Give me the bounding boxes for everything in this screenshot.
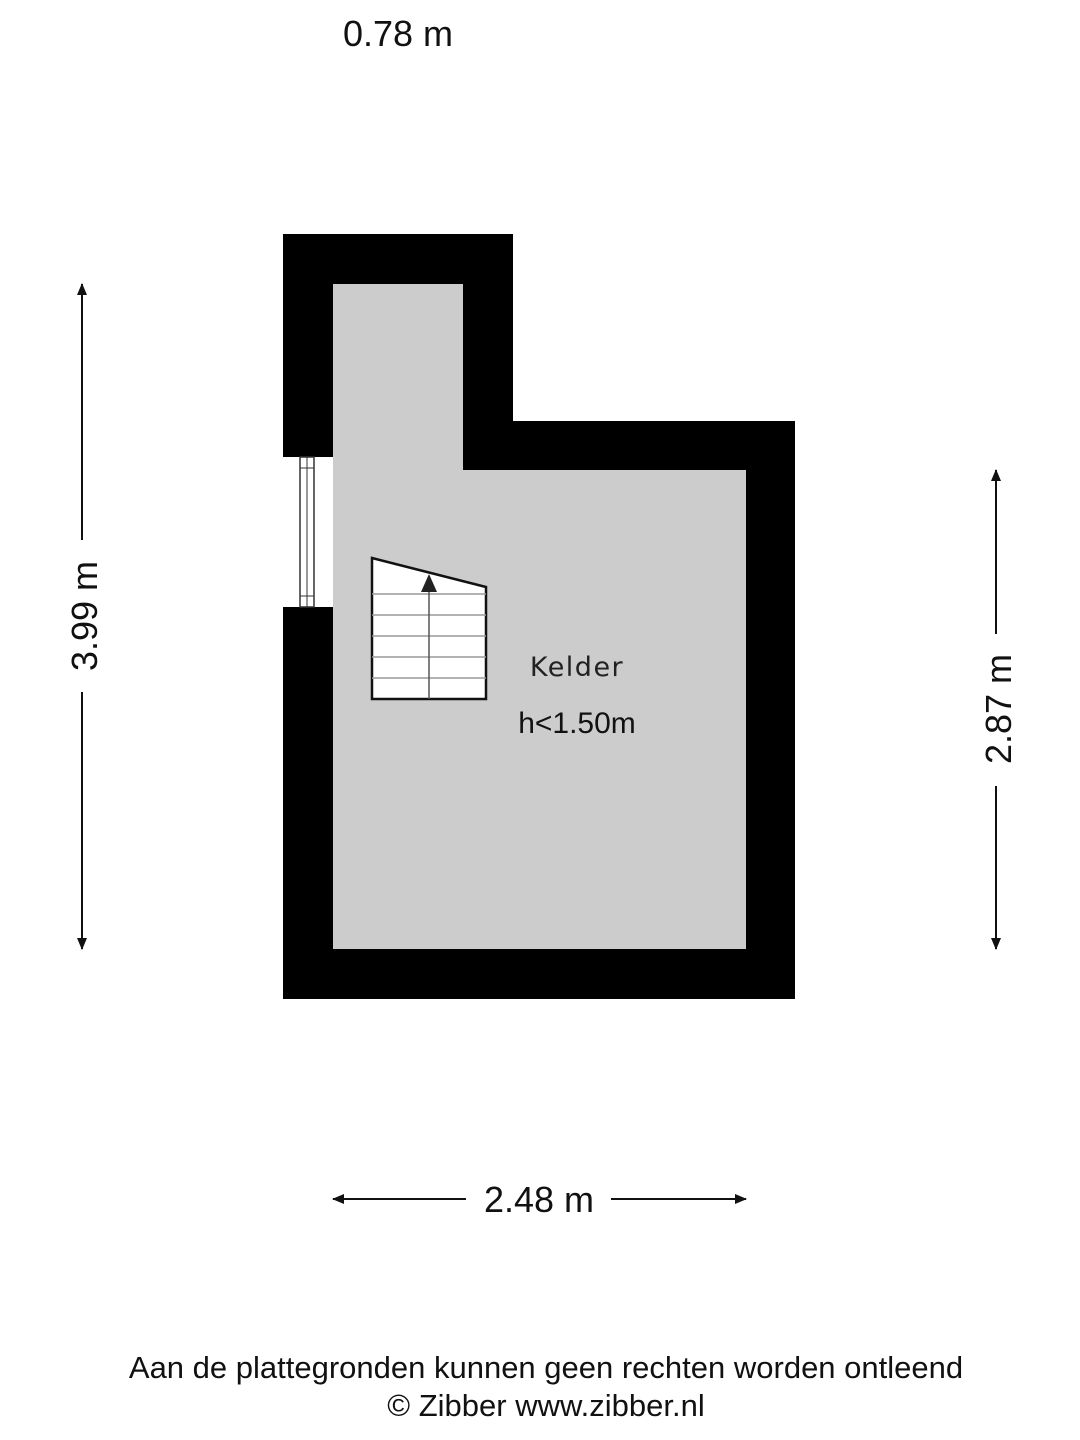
- footer-disclaimer: Aan de plattegronden kunnen geen rechten…: [129, 1350, 963, 1385]
- room-height-label: h<1.50m: [518, 707, 636, 740]
- dimension-bottom-label: 2.48 m: [484, 1179, 594, 1220]
- dimension-bottom: 2.48 m: [332, 1179, 747, 1220]
- room-name-label: Kelder: [530, 652, 624, 683]
- dimension-right: 2.87 m: [978, 469, 1019, 950]
- footer-credit: © Zibber www.zibber.nl: [387, 1388, 704, 1423]
- dimension-top-label: 0.78 m: [343, 13, 453, 54]
- dimension-right-label: 2.87 m: [978, 654, 1019, 764]
- staircase: [370, 556, 488, 701]
- window: [283, 456, 333, 608]
- dimension-left-label: 3.99 m: [64, 561, 105, 671]
- stair-direction-arrow-icon: [421, 574, 437, 592]
- dimension-left: 3.99 m: [64, 283, 105, 950]
- room-floor-kelder: [333, 284, 746, 949]
